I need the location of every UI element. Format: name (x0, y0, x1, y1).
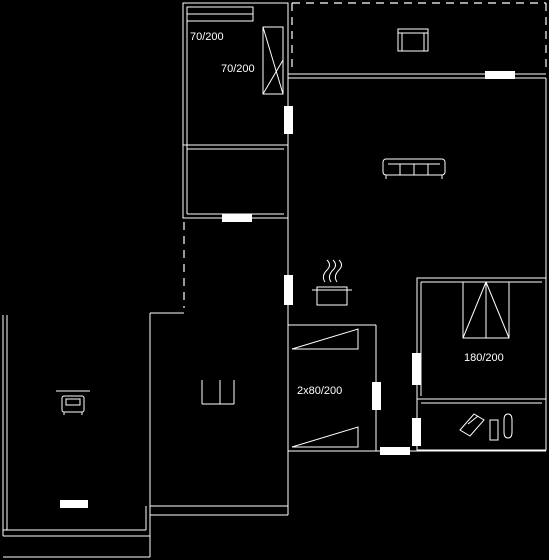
kids-bedroom (288, 324, 377, 452)
cooking-pot-icon (312, 259, 352, 306)
door-opening-icon (372, 382, 381, 410)
door-opening-icon (380, 447, 410, 455)
label-double-bed-size: 180/200 (464, 352, 504, 364)
fireplace (397, 28, 429, 52)
garage (2, 313, 151, 558)
door-openings (60, 71, 515, 508)
sink-icon (489, 419, 499, 441)
door-opening-icon (60, 500, 88, 508)
master-bedroom (416, 277, 547, 451)
sofa-icon (382, 158, 446, 179)
master-bedroom-outline (416, 277, 547, 451)
bathtub-icon (459, 413, 485, 437)
label-closet-size: 70/200 (190, 31, 224, 43)
bed-icon (291, 328, 359, 350)
toilet-icon (503, 413, 513, 439)
entry-corridor (150, 222, 185, 314)
door-opening-icon (412, 418, 421, 446)
bed-icon-double (462, 281, 510, 339)
living-area (288, 2, 547, 450)
door-opening-icon (412, 353, 421, 385)
bed-icon-2 (291, 426, 359, 448)
door-opening-icon (284, 106, 293, 134)
door-opening-icon (284, 275, 293, 305)
label-twin-beds-size: 2x80/200 (297, 385, 342, 397)
door-opening-icon (485, 71, 515, 79)
storage-room (150, 325, 289, 516)
car-icon (56, 390, 90, 415)
wardrobe-icon (201, 380, 235, 405)
door-opening-icon (222, 214, 252, 222)
bathroom-fixtures-icon (459, 413, 513, 441)
label-bed-size-top: 70/200 (221, 63, 255, 75)
